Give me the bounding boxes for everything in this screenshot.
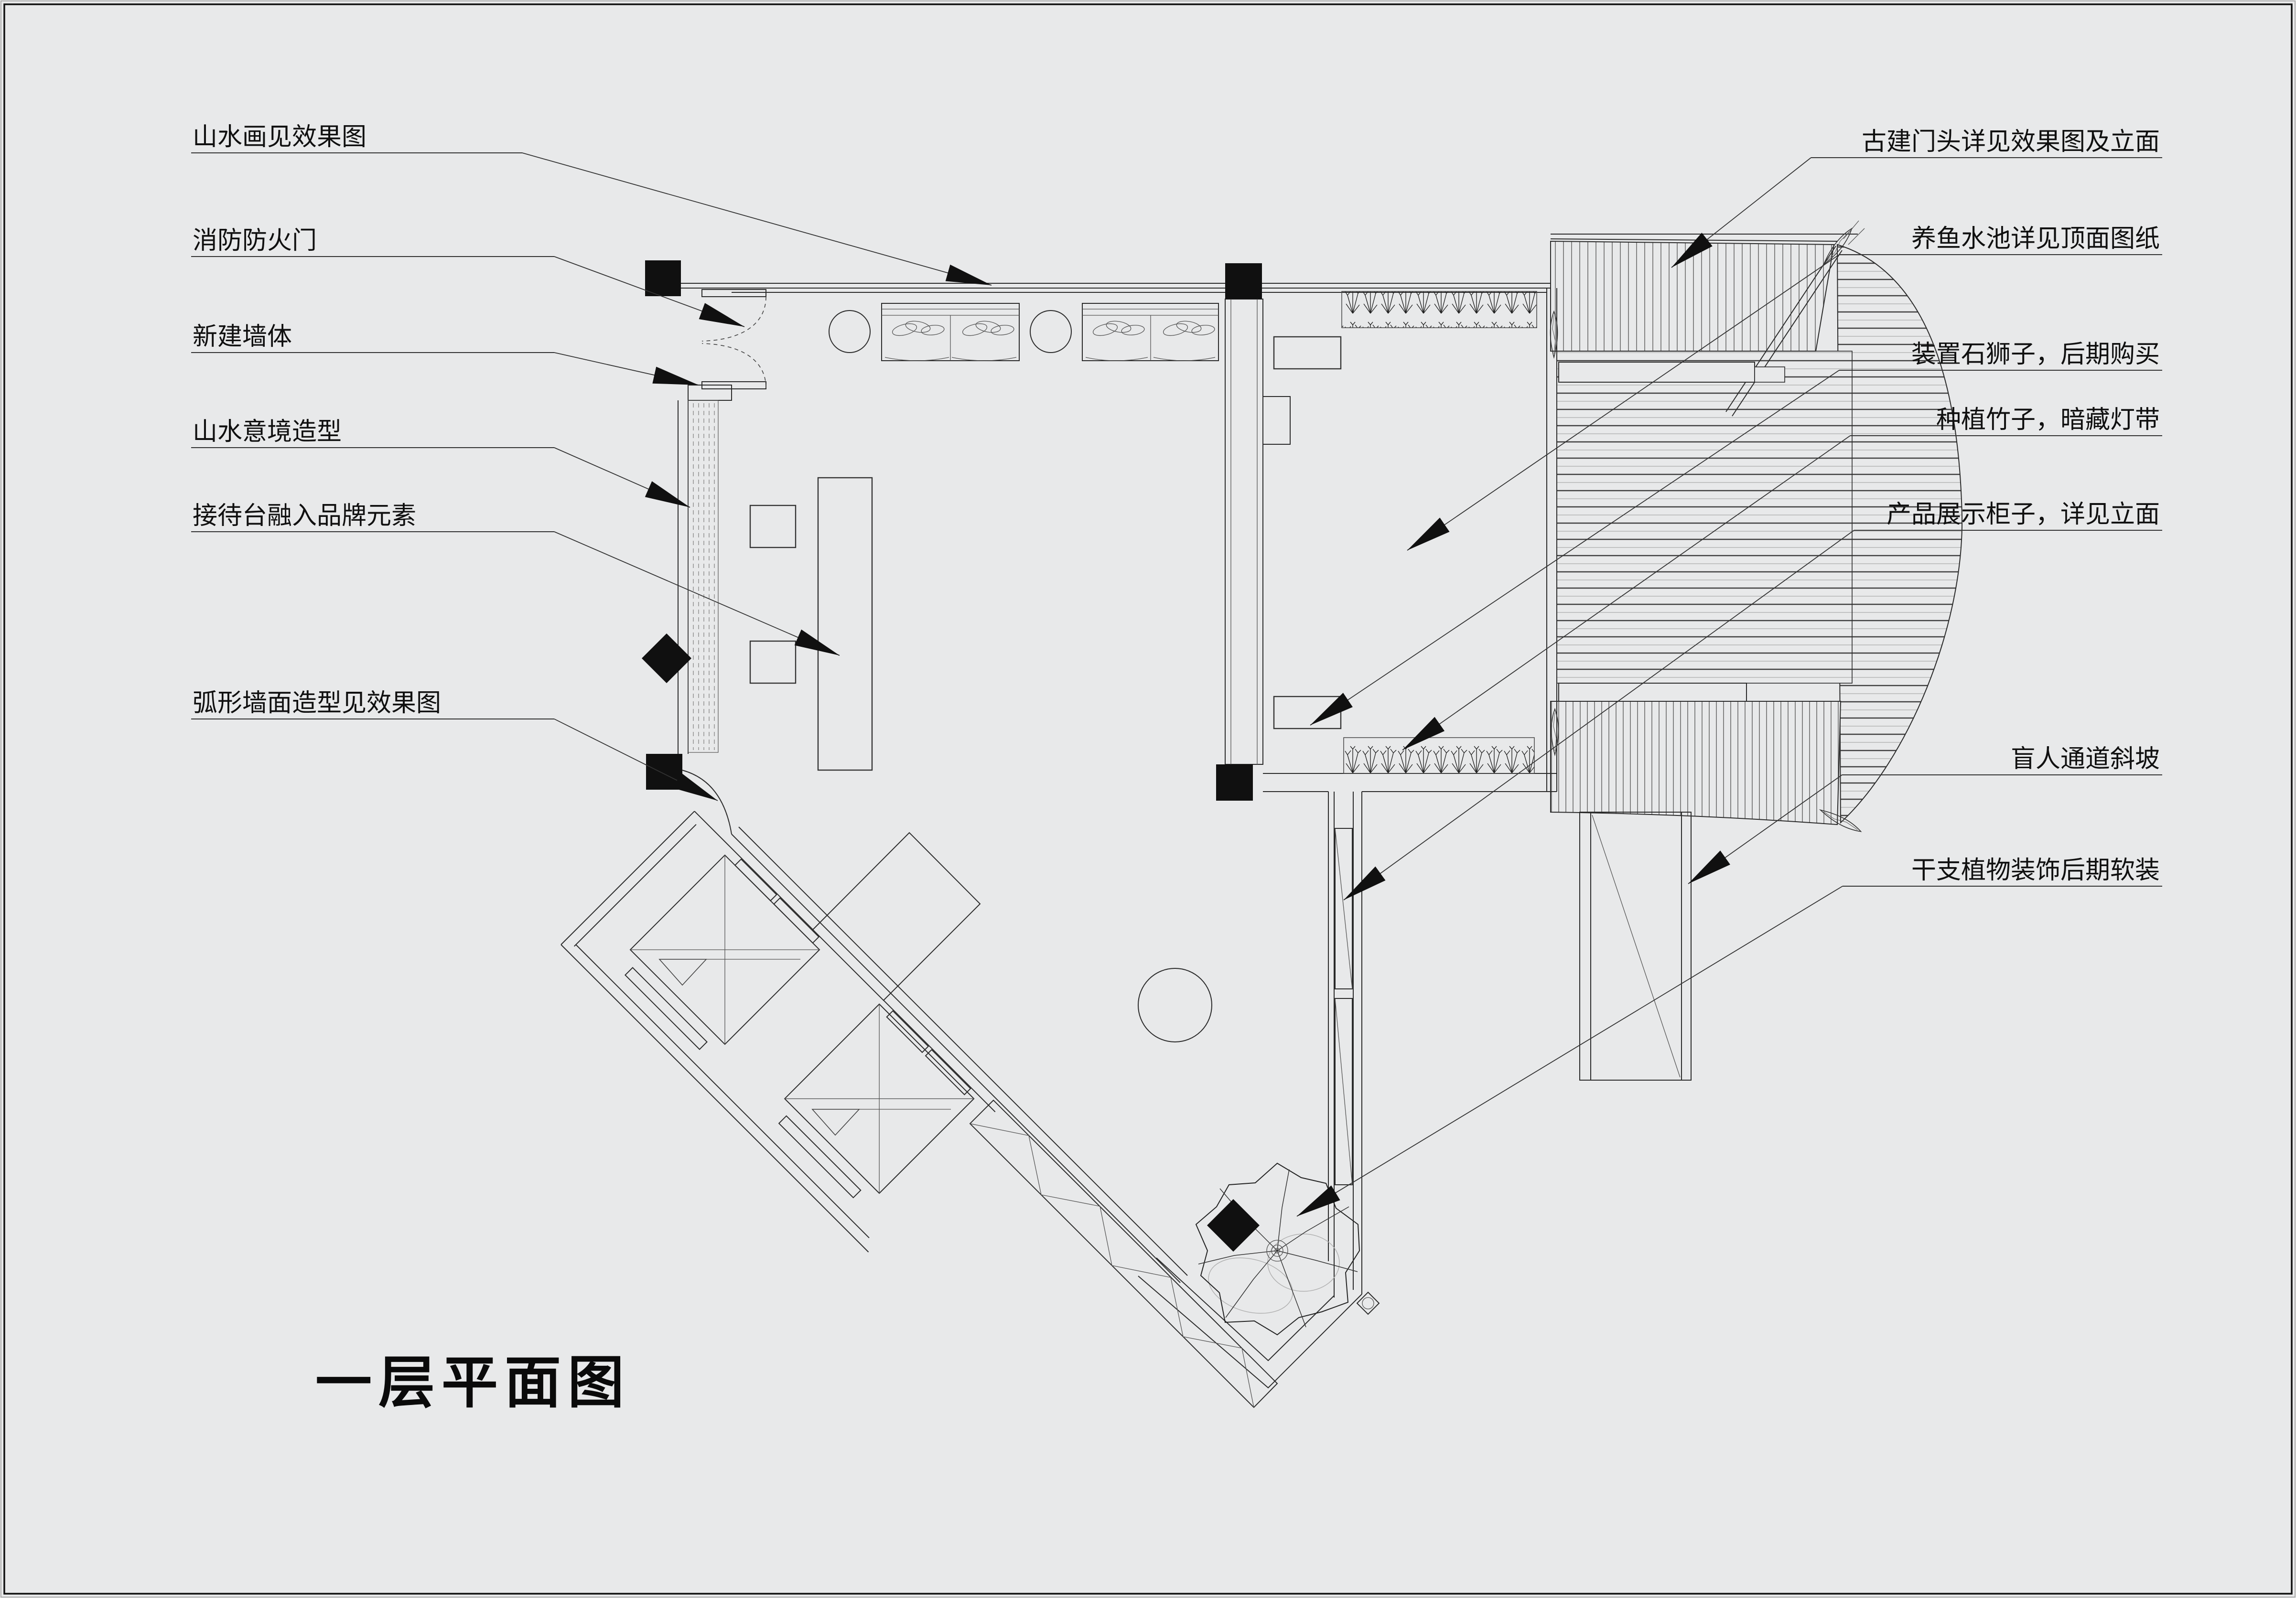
stone-lion-pedestal [1273, 336, 1342, 370]
leader-arrow-icon [1297, 1185, 1340, 1216]
fish-pond-deck [1556, 351, 1853, 684]
roof-north-slope [1550, 240, 1835, 352]
gate-beam-upper [1558, 362, 1755, 383]
roof-hip-line [1725, 246, 1836, 412]
annotation-label-left: 弧形墙面造型见效果图 [193, 690, 441, 717]
annotation-layer: 山水画见效果图消防防火门新建墙体山水意境造型接待台融入品牌元素弧形墙面造型见效果… [191, 124, 2162, 1217]
column [1216, 764, 1253, 801]
curved-wall [678, 769, 732, 835]
planter-pot [1030, 310, 1072, 353]
annotation-label-right: 古建门头详见效果图及立面 [1862, 129, 2160, 156]
annotation-label-left: 山水画见效果图 [193, 124, 366, 151]
leader-arrow-icon [1310, 693, 1353, 725]
roof-hip-line-2 [1732, 250, 1843, 417]
bamboo-planting [1273, 291, 1537, 774]
leader-arrow-icon [945, 264, 992, 285]
door-pocket [778, 1115, 862, 1199]
display-cabinet [1335, 998, 1353, 1185]
leader-line [1402, 435, 1851, 751]
elevator-car [629, 854, 820, 1045]
leader-arrow-icon [1688, 850, 1730, 884]
column [1225, 263, 1262, 299]
gate-beam-lower [1558, 683, 1747, 702]
gate-beam-upper-step [1754, 366, 1785, 383]
leader-arrow-icon [673, 772, 718, 801]
entry-vestibule [812, 832, 981, 1001]
leader-line [1407, 254, 1840, 551]
leader-arrow-icon [1344, 866, 1386, 900]
leader-line [1343, 530, 1854, 901]
round-feature [1138, 968, 1212, 1042]
glazed-band [969, 1099, 1278, 1408]
walls [678, 283, 1557, 1389]
bamboo-strip-south [1343, 737, 1535, 774]
column [645, 260, 681, 296]
stone-lion-pedestal [1273, 696, 1342, 729]
annotation-label-right: 种植竹子，暗藏灯带 [1936, 407, 2160, 434]
elevator-door-jamb [773, 897, 819, 944]
leader-line [554, 531, 840, 656]
annotation-label-left: 消防防火门 [193, 227, 317, 255]
leader-arrow-icon [1407, 517, 1450, 550]
elevator-lobby [561, 811, 996, 1253]
bamboo-strip-north [1341, 291, 1537, 328]
ancient-gate-roof [1550, 220, 1963, 835]
elevator-door-jamb [925, 1049, 971, 1095]
blind-ramp [1579, 812, 1692, 1081]
leader-line [1310, 370, 1840, 726]
column-diamond [642, 633, 691, 683]
annotation-label-left: 接待台融入品牌元素 [193, 503, 416, 530]
display-cabinet [1335, 828, 1353, 989]
reception-desk [817, 477, 873, 771]
door-pocket [624, 967, 708, 1051]
sw-wall [731, 834, 1181, 1283]
annotation-label-right: 干支植物装饰后期软装 [1911, 857, 2160, 884]
seat-block [749, 640, 797, 684]
bench-unit [881, 303, 1020, 361]
leader-arrow-icon [645, 481, 690, 507]
roof-south-slope [1550, 701, 1842, 826]
annotation-label-left: 山水意境造型 [193, 418, 342, 446]
bench-unit [1082, 303, 1219, 361]
fire-door [688, 289, 766, 401]
annotation-label-left: 新建墙体 [193, 323, 292, 351]
leader-arrow-icon [652, 366, 699, 385]
annotation-label-right: 养鱼水池详见顶面图纸 [1911, 225, 2160, 253]
annotation-label-right: 产品展示柜子，详见立面 [1886, 501, 2160, 528]
drawing-title: 一层平面图 [315, 1351, 631, 1415]
walkway-corner [1138, 1257, 1380, 1389]
leader-arrow-icon [1402, 717, 1445, 750]
tree-canopy [1195, 1162, 1360, 1336]
display-corridor [1328, 792, 1362, 1298]
annotation-label-right: 盲人通道斜坡 [2011, 746, 2160, 773]
column-diamond [1207, 1199, 1260, 1252]
furniture [749, 303, 1219, 1042]
leader-arrow-icon [794, 629, 840, 655]
sw-wall-inner [738, 826, 1188, 1276]
west-feature-wall [678, 400, 732, 835]
elevator-symbols [658, 832, 981, 1136]
tree-branches [1198, 1169, 1358, 1328]
leader-arrow-icon [699, 303, 744, 327]
structural-columns [642, 260, 1262, 1252]
leader-arrow-icon [1671, 233, 1713, 268]
tree [1195, 1162, 1360, 1336]
annotation-label-right: 装置石狮子，后期购买 [1911, 341, 2160, 368]
leader-line [1296, 886, 1843, 1217]
elevator-door-jamb [734, 858, 777, 901]
roof-east-slope [1836, 244, 1963, 824]
planter-pot [829, 310, 871, 353]
elevator-car [784, 1003, 975, 1194]
seat-block [749, 504, 797, 548]
leader-line [522, 152, 992, 286]
elevator-door-jamb [886, 1010, 929, 1053]
